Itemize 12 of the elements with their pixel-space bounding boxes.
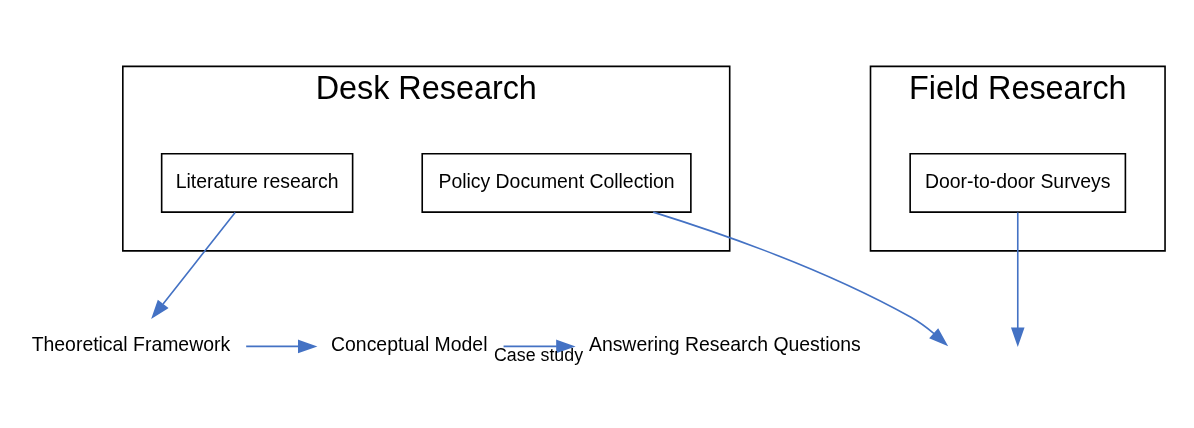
node-text: Theoretical Framework [31, 332, 231, 355]
arrow [502, 339, 576, 353]
arrow [652, 210, 949, 346]
node-box: Literature research [160, 152, 354, 213]
node-text: Answering Research Questions [588, 332, 861, 355]
edge-label: Case study [494, 344, 584, 365]
arrow [1010, 211, 1025, 347]
node-text: Conceptual Model [331, 332, 488, 355]
arrow [245, 339, 318, 353]
arrow [151, 211, 236, 319]
node-box: Policy Document Collection [421, 152, 692, 213]
node-box: Door-to-door Surveys [909, 152, 1127, 213]
